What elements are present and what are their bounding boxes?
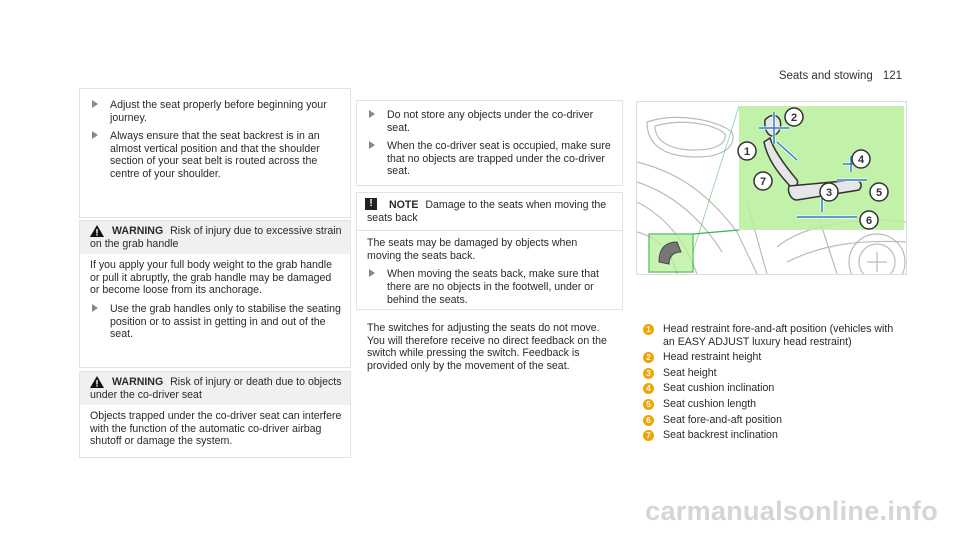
callout-2: 2 xyxy=(784,107,804,127)
callout-badge: 5 xyxy=(643,398,654,410)
callout-badge: 1 xyxy=(643,324,654,335)
warning-body: If you apply your full body weight to th… xyxy=(90,259,333,297)
svg-text:6: 6 xyxy=(866,215,872,227)
seat-controls-illustration: 1 2 3 4 5 6 7 xyxy=(637,105,906,274)
arrow-icon xyxy=(369,269,375,278)
callout-6: 6 xyxy=(859,210,879,230)
warning-header: WARNING Risk of injury due to excessive … xyxy=(80,221,350,255)
info-paragraph: The switches for adjusting the seats do … xyxy=(367,322,607,372)
callout-7: 7 xyxy=(753,171,773,191)
svg-text:2: 2 xyxy=(791,112,797,124)
warning-label: WARNING xyxy=(112,376,164,388)
svg-text:7: 7 xyxy=(760,176,766,188)
note-label: NOTE xyxy=(389,199,419,211)
warning-icon xyxy=(90,225,104,237)
note-header: ! NOTE Damage to the seats when moving t… xyxy=(357,193,622,232)
bullet-box-2: Do not store any objects under the co-dr… xyxy=(356,100,623,186)
warning-label: WARNING xyxy=(112,225,164,237)
list-item: Use the grab handles only to stabilise t… xyxy=(80,303,342,341)
exclamation-icon: ! xyxy=(365,198,377,210)
list-item: Adjust the seat properly before beginnin… xyxy=(80,99,342,124)
page-number: 121 xyxy=(882,70,902,82)
callout-badge: 4 xyxy=(643,383,654,395)
watermark: carmanualsonline.info xyxy=(645,496,938,526)
note-body: The seats may be damaged by objects when… xyxy=(367,237,578,262)
warning-title: Risk of injury due to excessive strain o… xyxy=(90,225,342,250)
list-item: When the co-driver seat is occupied, mak… xyxy=(357,140,614,178)
warning-icon xyxy=(90,376,104,388)
callout-3: 3 xyxy=(819,182,839,202)
list-item: When moving the seats back, make sure th… xyxy=(357,268,614,306)
warning-title: Risk of injury or death due to objects u… xyxy=(90,376,342,401)
callout-4: 4 xyxy=(851,149,871,169)
callout-badge: 7 xyxy=(643,430,654,442)
page-header: Seats and stowing 121 xyxy=(779,70,902,82)
bullet-box-1: Adjust the seat properly before beginnin… xyxy=(79,88,351,218)
svg-text:3: 3 xyxy=(826,187,832,199)
svg-text:4: 4 xyxy=(858,154,865,166)
list-item: Always ensure that the seat backrest is … xyxy=(80,130,342,180)
arrow-icon xyxy=(92,100,98,108)
callout-5: 5 xyxy=(869,182,889,202)
svg-text:1: 1 xyxy=(744,146,750,158)
warning-box-1: WARNING Risk of injury due to excessive … xyxy=(79,220,351,368)
callout-badge: 3 xyxy=(643,367,654,379)
callout-badge: 6 xyxy=(643,414,654,426)
arrow-icon xyxy=(369,110,375,118)
arrow-icon xyxy=(92,303,98,312)
list-item: Do not store any objects under the co-dr… xyxy=(357,109,614,134)
note-box: ! NOTE Damage to the seats when moving t… xyxy=(356,192,623,310)
controls-location-inset xyxy=(648,233,694,273)
callout-badge: 2 xyxy=(643,352,654,364)
note-title: Damage to the seats when moving the seat… xyxy=(367,199,607,224)
warning-header: WARNING Risk of injury or death due to o… xyxy=(80,372,350,406)
section-title: Seats and stowing xyxy=(778,70,873,82)
svg-text:5: 5 xyxy=(876,187,882,199)
callout-1: 1 xyxy=(737,141,757,161)
arrow-icon xyxy=(369,141,375,150)
seat-controls-figure: 1 2 3 4 5 6 7 xyxy=(636,101,907,275)
arrow-icon xyxy=(92,131,98,140)
warning-box-2: WARNING Risk of injury or death due to o… xyxy=(79,371,351,458)
warning-body: Objects trapped under the co-driver seat… xyxy=(90,410,342,448)
